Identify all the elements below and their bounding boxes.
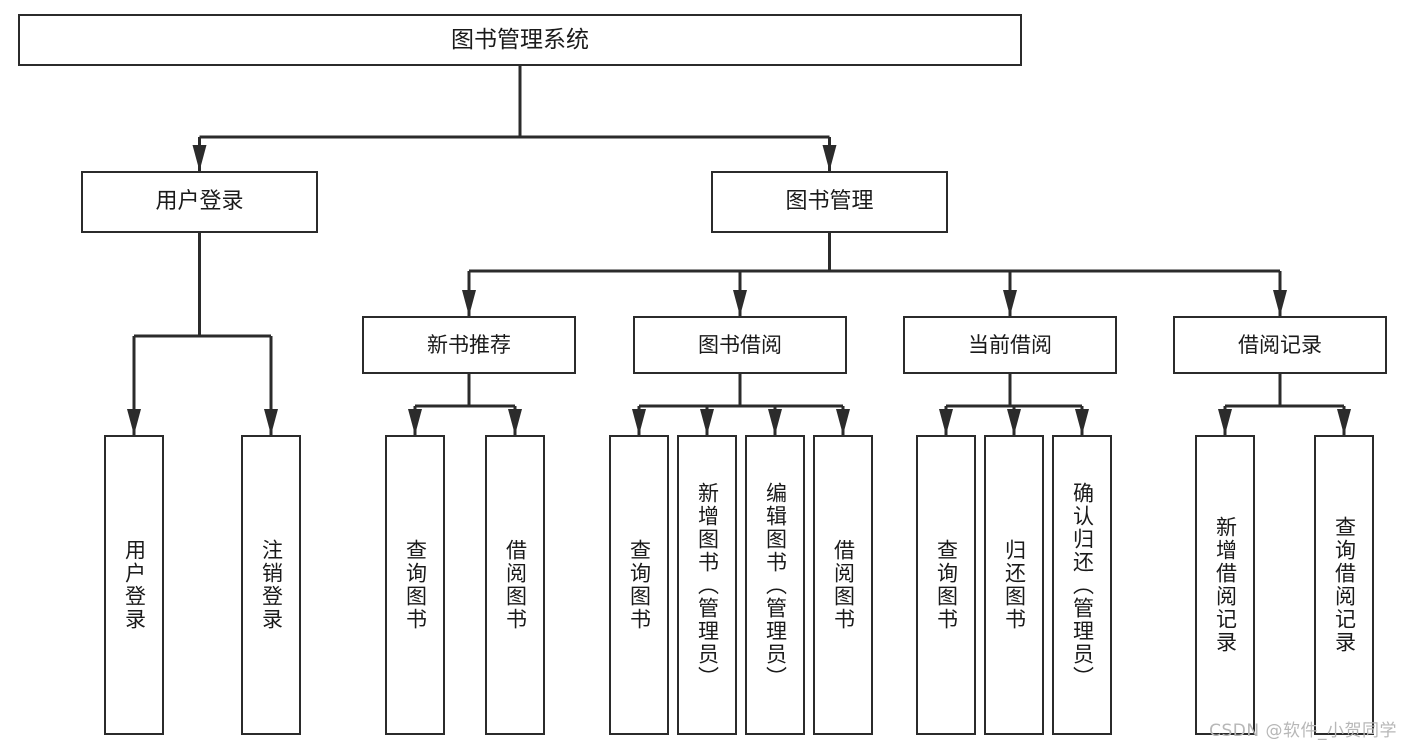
node-label-leaf-query-book-1: 查询图书	[403, 539, 428, 631]
arrowhead-icon	[700, 409, 714, 435]
arrowhead-icon	[733, 290, 747, 316]
node-root[interactable]: 图书管理系统	[18, 14, 1022, 66]
arrowhead-icon	[508, 409, 522, 435]
node-label-leaf-borrow-book-1: 借阅图书	[503, 539, 528, 631]
node-label-book-manage: 图书管理	[785, 189, 874, 215]
node-label-leaf-user-logout: 注销登录	[259, 539, 284, 631]
node-leaf-query-book-2[interactable]: 查询图书	[609, 435, 669, 735]
arrowhead-icon	[939, 409, 953, 435]
arrowhead-icon	[836, 409, 850, 435]
arrowhead-icon	[1273, 290, 1287, 316]
node-label-leaf-add-book: 新增图书（管理员）	[695, 481, 720, 689]
node-leaf-confirm-return[interactable]: 确认归还（管理员）	[1052, 435, 1112, 735]
node-label-borrow-record: 借阅记录	[1238, 332, 1322, 357]
node-leaf-return-book[interactable]: 归还图书	[984, 435, 1044, 735]
node-label-leaf-query-record: 查询借阅记录	[1332, 516, 1357, 654]
node-leaf-borrow-book-1[interactable]: 借阅图书	[485, 435, 545, 735]
connector-lines	[127, 66, 1351, 435]
node-label-user-login: 用户登录	[155, 189, 244, 215]
node-label-leaf-query-book-3: 查询图书	[934, 539, 959, 631]
arrowhead-icon	[264, 409, 278, 435]
node-label-leaf-borrow-book-2: 借阅图书	[831, 539, 856, 631]
node-leaf-borrow-book-2[interactable]: 借阅图书	[813, 435, 873, 735]
arrowhead-icon	[822, 145, 837, 171]
arrowhead-icon	[1007, 409, 1021, 435]
node-leaf-query-record[interactable]: 查询借阅记录	[1314, 435, 1374, 735]
node-leaf-add-record[interactable]: 新增借阅记录	[1195, 435, 1255, 735]
arrowhead-icon	[462, 290, 476, 316]
node-leaf-query-book-3[interactable]: 查询图书	[916, 435, 976, 735]
node-label-current-borrow: 当前借阅	[968, 332, 1052, 357]
arrowhead-icon	[1003, 290, 1017, 316]
node-book-manage[interactable]: 图书管理	[711, 171, 948, 233]
arrowhead-icon	[1075, 409, 1089, 435]
arrowhead-icon	[1337, 409, 1351, 435]
node-user-login[interactable]: 用户登录	[81, 171, 318, 233]
node-label-leaf-edit-book: 编辑图书（管理员）	[763, 481, 788, 689]
arrowhead-icon	[1218, 409, 1232, 435]
node-book-borrow[interactable]: 图书借阅	[633, 316, 847, 374]
node-current-borrow[interactable]: 当前借阅	[903, 316, 1117, 374]
node-label-leaf-user-login: 用户登录	[122, 539, 147, 631]
node-borrow-record[interactable]: 借阅记录	[1173, 316, 1387, 374]
node-leaf-query-book-1[interactable]: 查询图书	[385, 435, 445, 735]
node-label-leaf-query-book-2: 查询图书	[627, 539, 652, 631]
arrowhead-icon	[192, 145, 207, 171]
node-leaf-user-login[interactable]: 用户登录	[104, 435, 164, 735]
node-label-leaf-add-record: 新增借阅记录	[1213, 516, 1238, 654]
node-new-book-rec[interactable]: 新书推荐	[362, 316, 576, 374]
node-label-new-book-rec: 新书推荐	[427, 332, 511, 357]
arrowhead-icon	[408, 409, 422, 435]
node-leaf-edit-book[interactable]: 编辑图书（管理员）	[745, 435, 805, 735]
node-label-root: 图书管理系统	[451, 26, 589, 53]
node-label-leaf-confirm-return: 确认归还（管理员）	[1070, 481, 1095, 689]
arrowhead-icon	[127, 409, 141, 435]
node-label-book-borrow: 图书借阅	[698, 332, 782, 357]
node-leaf-user-logout[interactable]: 注销登录	[241, 435, 301, 735]
node-leaf-add-book[interactable]: 新增图书（管理员）	[677, 435, 737, 735]
node-label-leaf-return-book: 归还图书	[1002, 539, 1027, 631]
arrowhead-icon	[768, 409, 782, 435]
arrowhead-icon	[632, 409, 646, 435]
